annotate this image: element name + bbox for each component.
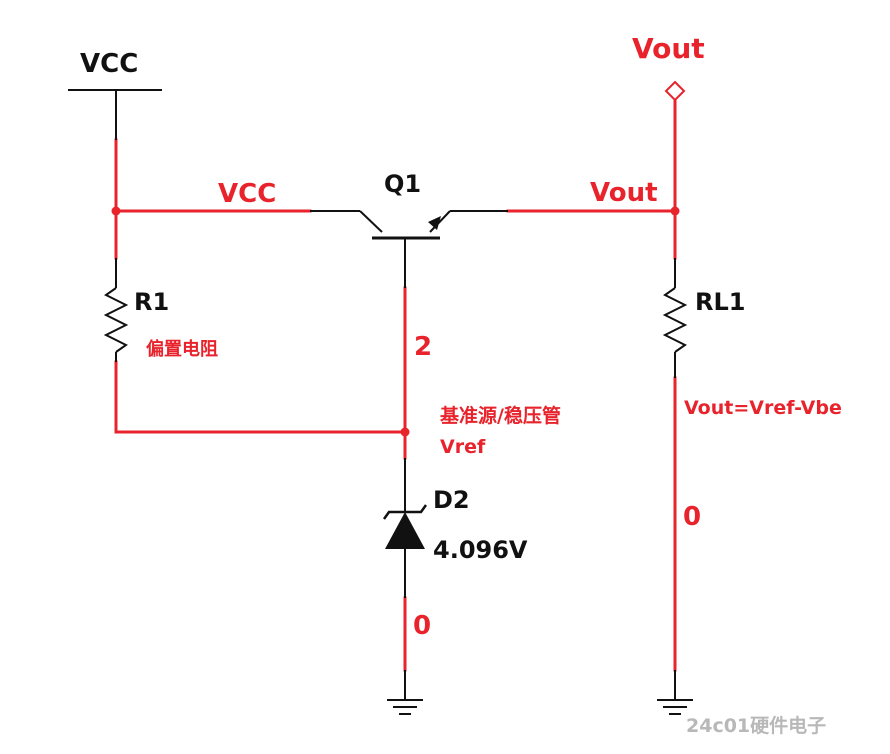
r1-label: R1 [134, 288, 169, 316]
ground-right-icon [657, 670, 693, 715]
watermark: 24c01硬件电子 [686, 714, 826, 737]
r1-resistor [103, 258, 129, 362]
vref-label: Vref [440, 436, 486, 458]
junction-vcc [111, 206, 121, 216]
r1-description: 偏置电阻 [146, 338, 218, 360]
ground-left-icon [387, 670, 423, 715]
q1-label: Q1 [384, 170, 421, 198]
vout-port-icon [664, 80, 686, 102]
d2-zener-diode [382, 458, 428, 598]
formula-label: Vout=Vref-Vbe [684, 397, 842, 419]
junction-vref [400, 427, 410, 437]
vcc-net-label: VCC [218, 179, 276, 209]
emitter-arrow-icon [428, 216, 441, 230]
reference-description: 基准源/稳压管 [439, 404, 561, 427]
vout-net-label: Vout [590, 178, 658, 208]
node-0-left-label: 0 [413, 611, 431, 641]
node-2-label: 2 [414, 332, 432, 362]
components [68, 89, 693, 715]
vout-port-label: Vout [632, 32, 705, 65]
d2-label: D2 [433, 486, 470, 514]
rl1-resistor [662, 258, 688, 378]
rl1-label: RL1 [695, 288, 745, 316]
vcc-supply-label: VCC [80, 49, 138, 79]
junction-vout [670, 206, 680, 216]
q1-transistor [310, 210, 508, 288]
zener-triangle-icon [385, 512, 425, 549]
node-0-right-label: 0 [683, 502, 701, 532]
d2-value: 4.096V [433, 536, 528, 564]
junctions [111, 206, 680, 437]
vcc-supply-symbol [68, 89, 162, 140]
